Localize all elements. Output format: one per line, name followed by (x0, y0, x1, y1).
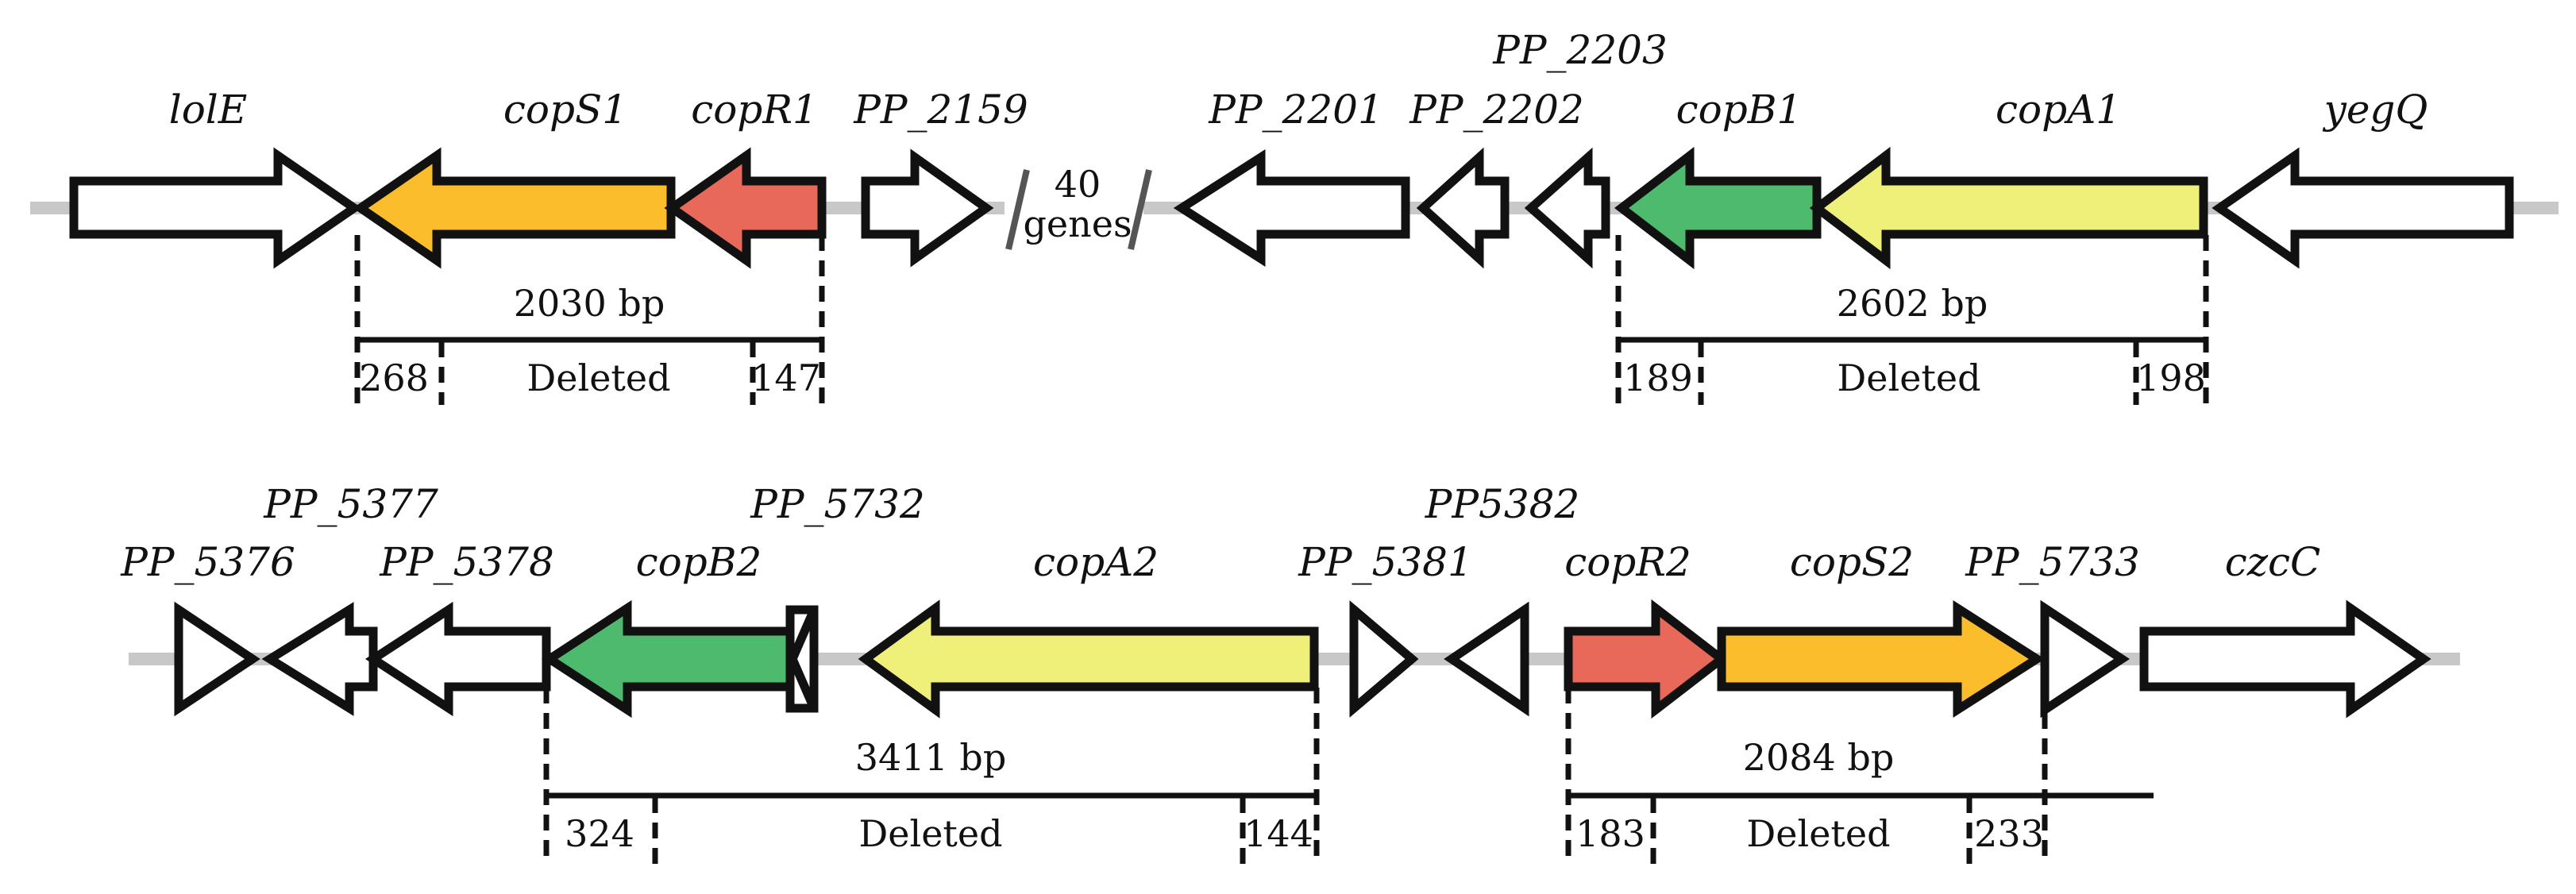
gap-mark-right (1128, 169, 1152, 250)
gene-name-PP_2203: PP_2203 (1492, 27, 1668, 73)
gene-name-copR2: copR2 (1564, 539, 1691, 585)
gene-arrow-PP_5732-head (788, 607, 819, 711)
r2-deleted-label: Deleted (1837, 356, 1980, 399)
gene-name-copA2: copA2 (1033, 539, 1159, 585)
gene-name-yegQ: yegQ (2323, 87, 2428, 133)
r2-right-length: 198 (2136, 356, 2206, 399)
gene-arrow-PP_5377 (261, 602, 378, 716)
r1-size-label: 2030 bp (514, 282, 665, 325)
gene-arrow-yegQ (2212, 147, 2514, 269)
gene-name-PP_5733: PP_5733 (1965, 539, 2140, 585)
r3-deleted-label: Deleted (858, 812, 1002, 855)
gap-unit: genes (1023, 202, 1132, 245)
gene-name-copA1: copA1 (1996, 87, 2121, 133)
gap-mark-left (1005, 169, 1030, 250)
r1-left-length: 268 (359, 356, 429, 399)
gene-arrow-copS1 (353, 147, 676, 269)
gene-name-copS2: copS2 (1790, 539, 1914, 585)
r4-right-length: 233 (1974, 812, 2044, 855)
r1-deleted-label: Deleted (526, 356, 670, 399)
r4-size-label: 2084 bp (1743, 736, 1895, 779)
gene-arrow-PP_2201 (1173, 148, 1410, 268)
gap-count: 40 (1055, 163, 1101, 206)
gene-arrow-PP_2203 (1524, 147, 1610, 269)
r2-left-length: 189 (1623, 356, 1693, 399)
gene-arrow-PP_5733 (2040, 599, 2130, 719)
gene-name-PP_2202: PP_2202 (1409, 87, 1584, 133)
gene-arrow-czcC (2139, 599, 2431, 719)
r1-right-length: 147 (751, 356, 821, 399)
r3-left-length: 324 (565, 812, 634, 855)
gene-arrow-lolE (69, 147, 362, 269)
gene-name-czcC: czcC (2225, 539, 2321, 585)
gene-arrow-PP_5378 (364, 601, 551, 717)
gene-arrow-PP5382 (1444, 601, 1529, 717)
gene-name-PP5382: PP5382 (1425, 481, 1580, 527)
r3-size-label: 3411 bp (855, 736, 1007, 779)
r4-deleted-label: Deleted (1746, 812, 1890, 855)
gene-arrow-copB2 (541, 599, 795, 719)
gene-name-copB2: copB2 (636, 539, 762, 585)
gene-name-copB1: copB1 (1676, 87, 1803, 133)
gene-name-lolE: lolE (169, 87, 248, 133)
gene-arrow-copB1 (1614, 146, 1822, 270)
gene-arrow-PP_2202 (1416, 147, 1510, 269)
gene-name-PP_5378: PP_5378 (379, 539, 554, 585)
gene-arrow-PP_2159 (861, 148, 994, 268)
gene-name-PP_2159: PP_2159 (853, 87, 1028, 133)
gene-name-PP_5381: PP_5381 (1298, 539, 1473, 585)
r3-right-length: 144 (1244, 812, 1313, 855)
gene-name-copR1: copR1 (691, 87, 818, 133)
r2-size-label: 2602 bp (1837, 282, 1988, 325)
gene-arrow-copA1 (1809, 146, 2208, 270)
gene-name-PP_5732: PP_5732 (750, 481, 925, 527)
gene-name-copS1: copS1 (503, 87, 627, 133)
gene-arrow-copR2 (1564, 599, 1730, 719)
gene-arrow-copS2 (1717, 599, 2046, 719)
r4-left-length: 183 (1575, 812, 1645, 855)
gene-name-PP_2201: PP_2201 (1208, 87, 1383, 133)
gene-name-PP_5376: PP_5376 (120, 539, 295, 585)
gene-arrow-PP_5381 (1349, 600, 1419, 718)
gene-arrow-copA2 (858, 599, 1319, 719)
gene-arrow-PP_5376 (174, 601, 260, 717)
gene-arrow-copR1 (664, 147, 827, 269)
gene-name-PP_5377: PP_5377 (263, 481, 438, 527)
